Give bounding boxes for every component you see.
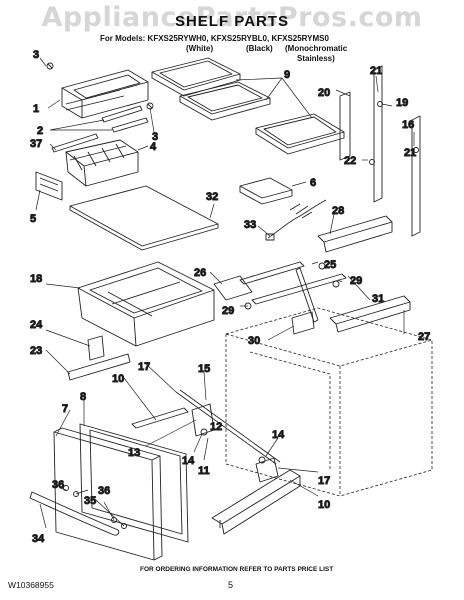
models-line: For Models: KFXS25RYWH0, KFXS25RYBL0, KF…	[100, 34, 329, 43]
variant-white: (White)	[186, 44, 214, 53]
callout-19: 19	[396, 97, 408, 109]
part-drawer-slides	[131, 389, 281, 483]
part-glass-32	[69, 185, 219, 251]
part-freezer-basket-18	[77, 261, 215, 347]
ordering-note: FOR ORDERING INFORMATION REFER TO PARTS …	[140, 566, 334, 573]
callout-23: 23	[30, 345, 42, 357]
page-title: SHELF PARTS	[174, 13, 290, 30]
callout-33: 33	[244, 219, 256, 231]
part-slide-rail-27	[329, 295, 411, 333]
variant-black: (Black)	[246, 44, 273, 53]
freezer-cavity-outline	[225, 307, 433, 497]
variant-mono: (Monochromatic	[285, 44, 348, 53]
callout-17a: 17	[138, 361, 150, 373]
callout-1: 1	[33, 103, 39, 115]
callout-30: 30	[248, 335, 260, 347]
callout-26: 26	[194, 267, 206, 279]
callout-24: 24	[30, 319, 43, 331]
part-drawer-frame-8	[79, 423, 189, 543]
part-divider-24	[87, 335, 105, 361]
callout-5: 5	[30, 213, 36, 225]
part-frame-28	[317, 215, 393, 253]
part-harness-33	[265, 199, 327, 241]
part-lower-rail-10	[211, 469, 301, 535]
callout-17b: 17	[318, 475, 330, 487]
callout-31: 31	[372, 293, 384, 305]
document-number: W10368955	[8, 580, 54, 590]
callout-29b: 29	[222, 305, 234, 317]
part-handle-screws	[63, 485, 127, 529]
part-slide-mechanism	[213, 261, 347, 335]
callout-14b: 14	[272, 429, 285, 441]
callout-20: 20	[318, 87, 330, 99]
callout-36a: 36	[52, 479, 64, 491]
callout-8: 8	[80, 391, 86, 403]
leader-lines	[35, 57, 415, 529]
part-handle-34	[29, 491, 120, 536]
callout-28: 28	[332, 205, 344, 217]
watermark: AppliancePartsPros.com	[41, 2, 423, 33]
callout-37: 37	[30, 138, 42, 150]
part-crisper-small	[65, 139, 139, 187]
callout-27: 27	[418, 331, 430, 343]
variant-stainless: Stainless)	[297, 54, 335, 63]
callout-10b: 10	[318, 499, 330, 511]
callout-29a: 29	[350, 275, 362, 287]
callout-2: 2	[37, 125, 43, 137]
callout-22: 22	[344, 155, 356, 167]
callout-14a: 14	[182, 455, 195, 467]
callout-36b: 36	[98, 485, 110, 497]
callout-21b: 21	[404, 147, 416, 159]
callout-11: 11	[198, 465, 210, 477]
callout-16: 16	[402, 119, 414, 131]
callout-6: 6	[310, 177, 316, 189]
callout-34: 34	[32, 533, 45, 545]
part-shelf-6	[239, 177, 293, 205]
callout-3a: 3	[33, 49, 39, 61]
part-shelves-9	[151, 57, 345, 155]
part-cover-5	[35, 171, 63, 201]
part-drawer-front-7	[53, 427, 163, 561]
callout-12: 12	[210, 421, 222, 433]
part-rails	[101, 105, 149, 133]
callout-35: 35	[84, 495, 96, 507]
callout-32: 32	[206, 191, 218, 203]
part-vertical-rails	[339, 65, 421, 237]
callout-15: 15	[198, 363, 210, 375]
callout-25: 25	[324, 259, 336, 271]
callout-7: 7	[62, 403, 68, 415]
callout-3b: 3	[152, 131, 158, 143]
page-number: 5	[228, 580, 234, 590]
part-divider-23	[67, 353, 131, 381]
callout-21a: 21	[370, 65, 382, 77]
part-rail-37	[51, 133, 99, 153]
callout-13: 13	[128, 447, 140, 459]
callout-18: 18	[30, 273, 42, 285]
part-shelf-frame	[61, 69, 149, 119]
callout-10a: 10	[112, 373, 124, 385]
callout-9: 9	[284, 69, 290, 81]
callout-4: 4	[150, 141, 157, 153]
